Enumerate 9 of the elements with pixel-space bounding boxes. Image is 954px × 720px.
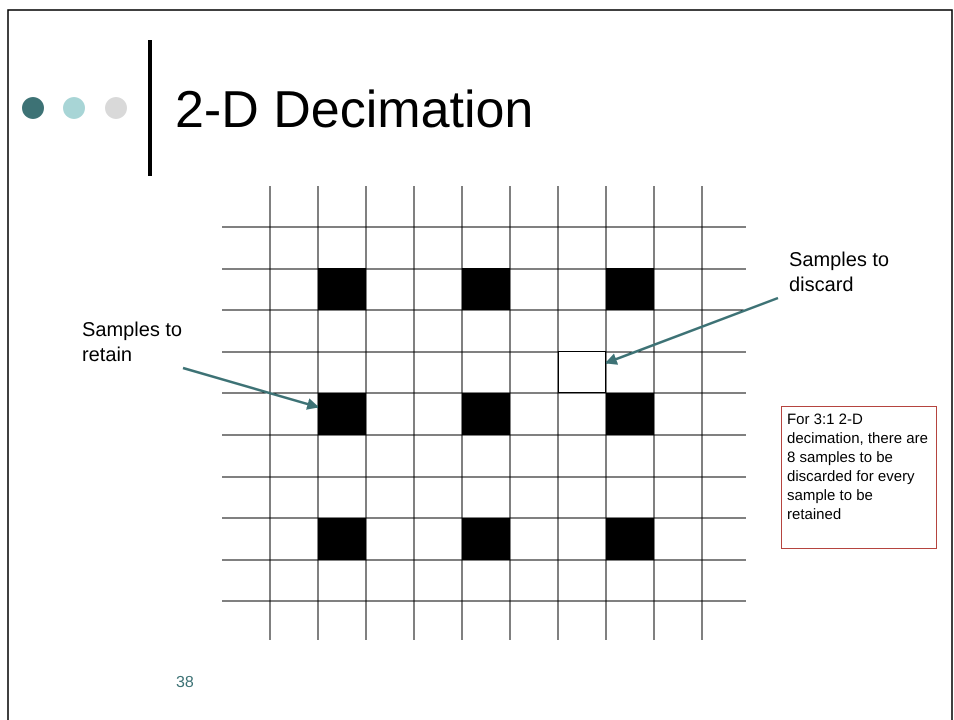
slide-title: 2-D Decimation [175,80,534,140]
callout-text: Samples to retain [82,318,212,368]
callout-text: Samples to discard [789,248,929,298]
page-number: 38 [176,674,194,692]
leader-arrow [604,296,778,365]
retained-sample-square [318,393,366,435]
note-box: For 3:1 2-D decimation, there are 8 samples to be discarded for every sample to be retained [781,406,937,549]
leader-arrow [182,366,320,410]
discarded-sample-cell [558,351,606,393]
